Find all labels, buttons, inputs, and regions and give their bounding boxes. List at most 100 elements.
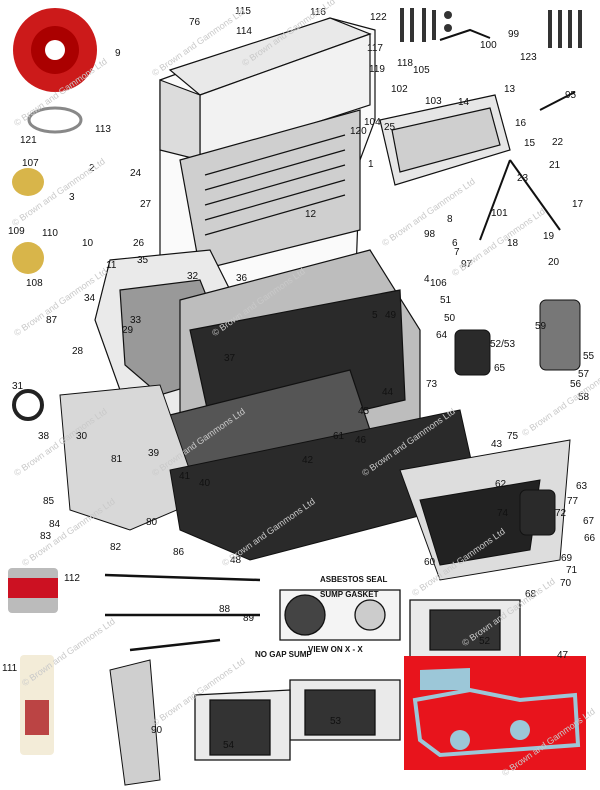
part-number-label: 24 bbox=[130, 168, 142, 179]
part-number-label: 80 bbox=[146, 517, 158, 528]
part-number-label: 112 bbox=[64, 573, 80, 584]
part-number-label: 28 bbox=[72, 346, 84, 357]
part-number-label: 67 bbox=[583, 516, 595, 527]
part-number-label: 43 bbox=[491, 439, 503, 450]
part-number-label: 87 bbox=[46, 315, 58, 326]
part-number-label: 84 bbox=[49, 519, 61, 530]
part-number-label: 69 bbox=[561, 553, 573, 564]
section-label-sump-gasket: SUMP GASKET bbox=[320, 590, 379, 599]
part-number-label: 102 bbox=[391, 84, 408, 95]
part-number-label: 63 bbox=[576, 481, 588, 492]
part-number-label: 83 bbox=[40, 531, 52, 542]
part-number-label: 103 bbox=[425, 96, 442, 107]
part-number-label: 116 bbox=[310, 7, 326, 18]
part-number-label: 75 bbox=[507, 431, 519, 442]
part-number-label: 66 bbox=[584, 533, 596, 544]
spray-can-photo bbox=[20, 655, 54, 755]
part-number-label: 107 bbox=[22, 158, 39, 169]
part-number-label: 38 bbox=[38, 431, 50, 442]
part-number-label: 11 bbox=[106, 260, 117, 271]
part-number-label: 95 bbox=[565, 90, 577, 101]
part-number-label: 98 bbox=[424, 229, 436, 240]
engine-mounts bbox=[454, 299, 581, 536]
gasket-set-photo bbox=[404, 656, 586, 770]
part-number-label: 37 bbox=[224, 353, 236, 364]
part-number-label: 29 bbox=[122, 325, 134, 336]
part-number-label: 47 bbox=[557, 650, 569, 661]
sump-pan bbox=[59, 384, 571, 581]
part-number-label: 81 bbox=[111, 454, 123, 465]
part-number-label: 118 bbox=[397, 58, 413, 69]
part-number-label: 109 bbox=[8, 226, 25, 237]
part-number-label: 19 bbox=[543, 231, 555, 242]
part-number-label: 71 bbox=[566, 565, 578, 576]
clip-photo bbox=[27, 106, 83, 134]
part-number-label: 106 bbox=[430, 278, 447, 289]
part-number-label: 33 bbox=[130, 315, 142, 326]
part-number-label: 68 bbox=[525, 589, 537, 600]
linkage-rods bbox=[104, 573, 261, 652]
part-number-label: 108 bbox=[26, 278, 43, 289]
part-number-label: 64 bbox=[436, 330, 448, 341]
part-number-label: 30 bbox=[76, 431, 88, 442]
part-number-label: 20 bbox=[548, 257, 560, 268]
part-number-label: 8 bbox=[447, 214, 453, 225]
part-number-label: 121 bbox=[20, 135, 37, 146]
part-number-label: 111 bbox=[2, 663, 18, 674]
part-number-label: 119 bbox=[369, 64, 385, 75]
part-number-label: 88 bbox=[219, 604, 231, 615]
breather-pipe bbox=[439, 28, 576, 241]
part-number-label: 2 bbox=[89, 163, 95, 174]
brass-plate-108 bbox=[12, 242, 44, 274]
part-number-label: 110 bbox=[42, 228, 58, 239]
part-number-label: 35 bbox=[137, 255, 149, 266]
part-number-label: 54 bbox=[223, 740, 235, 751]
part-number-label: 49 bbox=[385, 310, 397, 321]
part-number-label: 62 bbox=[495, 479, 507, 490]
part-number-label: 114 bbox=[236, 26, 252, 37]
part-number-label: 17 bbox=[572, 199, 584, 210]
part-number-label: 14 bbox=[458, 97, 470, 108]
part-number-label: 45 bbox=[358, 406, 370, 417]
part-number-label: 105 bbox=[413, 65, 430, 76]
sump-views bbox=[194, 589, 521, 761]
part-number-label: 89 bbox=[243, 613, 255, 624]
part-number-label: 15 bbox=[524, 138, 536, 149]
part-number-label: 51 bbox=[440, 295, 452, 306]
part-number-label: 99 bbox=[508, 29, 520, 40]
part-number-label: 6 bbox=[452, 238, 458, 249]
part-number-label: 22 bbox=[552, 137, 564, 148]
part-number-label: 3 bbox=[69, 192, 75, 203]
part-number-label: 21 bbox=[549, 160, 561, 171]
seal-photo bbox=[12, 389, 44, 421]
bolt-set-123 bbox=[548, 10, 582, 48]
part-number-label: 7 bbox=[454, 247, 460, 258]
part-number-label: 36 bbox=[236, 273, 248, 284]
part-number-label: 42 bbox=[302, 455, 314, 466]
part-number-label: 23 bbox=[517, 173, 529, 184]
part-number-label: 115 bbox=[235, 6, 251, 17]
part-number-label: 12 bbox=[305, 209, 317, 220]
section-label-no-gap-sump: NO GAP SUMP bbox=[255, 650, 312, 659]
part-number-label: 52/53 bbox=[490, 339, 516, 350]
part-number-label: 31 bbox=[12, 381, 24, 392]
part-number-label: 52 bbox=[479, 636, 491, 647]
section-label-view-on-xx: VIEW ON X - X bbox=[308, 645, 363, 654]
part-number-label: 55 bbox=[583, 351, 595, 362]
part-number-label: 53 bbox=[330, 716, 342, 727]
part-number-label: 34 bbox=[84, 293, 96, 304]
part-number-label: 44 bbox=[382, 387, 394, 398]
part-number-label: 40 bbox=[199, 478, 211, 489]
part-number-label: 13 bbox=[504, 84, 516, 95]
part-number-label: 90 bbox=[151, 725, 163, 736]
side-cover bbox=[379, 94, 511, 186]
part-number-label: 10 bbox=[82, 238, 94, 249]
part-number-label: 101 bbox=[491, 208, 508, 219]
part-number-label: 56 bbox=[570, 379, 582, 390]
part-number-label: 41 bbox=[179, 471, 191, 482]
bracket-90 bbox=[109, 659, 161, 786]
part-number-label: 117 bbox=[367, 43, 383, 54]
part-number-label: 39 bbox=[148, 448, 160, 459]
